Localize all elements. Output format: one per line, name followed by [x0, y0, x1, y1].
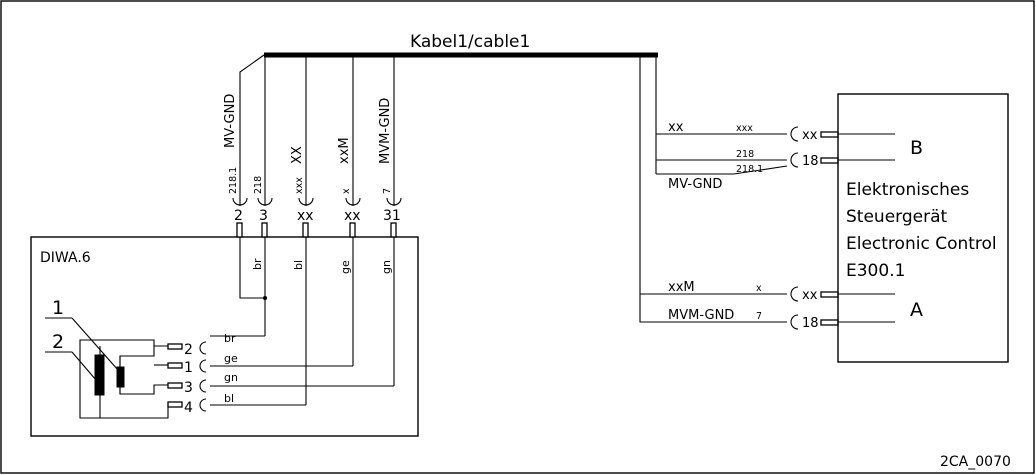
lead-label-bl: bl — [224, 392, 234, 405]
ecu-socket-arcs — [790, 126, 799, 330]
pin-label-2: 2 — [234, 208, 243, 224]
diwa-top-pins — [236, 222, 397, 238]
plug-arcs — [199, 341, 207, 412]
socket-arcs-top — [232, 197, 402, 206]
right-label-mvm-gnd: MVM-GND — [668, 308, 734, 323]
ecu-name-line-1: Elektronisches — [846, 180, 969, 200]
plug-number-2: 2 — [184, 342, 193, 358]
diwa-internal-wires — [210, 237, 395, 406]
lead-label-ge: ge — [224, 352, 238, 365]
ecu-name-line-3: Electronic Control — [846, 234, 997, 254]
cable-branches-left — [239, 54, 395, 206]
plug-number-4: 4 — [184, 400, 193, 416]
ecu-pins — [820, 131, 839, 326]
wire-label-xx: XX — [290, 146, 305, 164]
callout-leader-1 — [71, 317, 119, 371]
terminal-2181: 218.1 — [228, 167, 239, 194]
right-line-2181 — [733, 165, 788, 175]
pin-label-31: 31 — [383, 208, 401, 224]
plug-number-1: 1 — [184, 360, 193, 376]
right-label-x: x — [756, 283, 762, 294]
wire-label-mvm-gnd: MVM-GND — [378, 98, 393, 164]
ecu-pin-xx-b: xx — [802, 128, 818, 143]
ecu-pin-xx-a: xx — [802, 288, 818, 303]
figure-id: 2CA_0070 — [940, 454, 1011, 470]
right-label-xxx: xxx — [736, 123, 753, 134]
ecu-name-line-4: E300.1 — [846, 261, 905, 281]
lead-label-br: br — [224, 332, 236, 345]
terminal-218: 218 — [253, 176, 264, 194]
diwa-box — [30, 236, 419, 437]
cable-branches-right — [639, 55, 787, 323]
right-label-xx: xx — [668, 120, 684, 135]
plug-number-3: 3 — [184, 380, 193, 396]
wire-label-mv-gnd: MV-GND — [223, 94, 238, 148]
callout-2: 2 — [52, 331, 64, 353]
pin-label-xx-2: xx — [344, 208, 361, 224]
right-label-xxm: xxM — [668, 280, 695, 295]
solenoid-assembly — [79, 339, 169, 419]
right-label-7: 7 — [756, 311, 762, 322]
diwa-title: DIWA.6 — [40, 250, 91, 266]
right-label-mv-gnd: MV-GND — [668, 177, 722, 192]
terminal-xxx: xxx — [294, 177, 305, 194]
ecu-pin-18-b: 18 — [802, 154, 819, 169]
pin-label-3: 3 — [259, 208, 268, 224]
plug-pins — [167, 343, 183, 408]
wire-color-br: br — [251, 258, 264, 270]
wire-color-bl: bl — [292, 260, 305, 270]
ecu-pin-18-a: 18 — [802, 316, 819, 331]
lead-label-gn: gn — [224, 371, 238, 384]
right-label-2181: 218.1 — [736, 164, 763, 175]
right-label-218: 218 — [736, 149, 754, 160]
ecu-connector-a: A — [910, 299, 923, 321]
pin-label-xx-1: xx — [297, 208, 314, 224]
cable-label: Kabel1/cable1 — [410, 32, 530, 52]
terminal-7: 7 — [382, 188, 393, 194]
callout-1: 1 — [52, 297, 64, 319]
ecu-name-line-2: Steuergerät — [846, 207, 947, 227]
ecu-box — [837, 93, 1009, 363]
wire-color-gn: gn — [380, 260, 393, 274]
wire-label-xxm: xxM — [337, 137, 352, 164]
ecu-connector-b: B — [910, 137, 923, 159]
terminal-x: x — [341, 188, 352, 194]
callout-leader-2 — [71, 351, 97, 381]
wire-color-ge: ge — [339, 260, 352, 274]
